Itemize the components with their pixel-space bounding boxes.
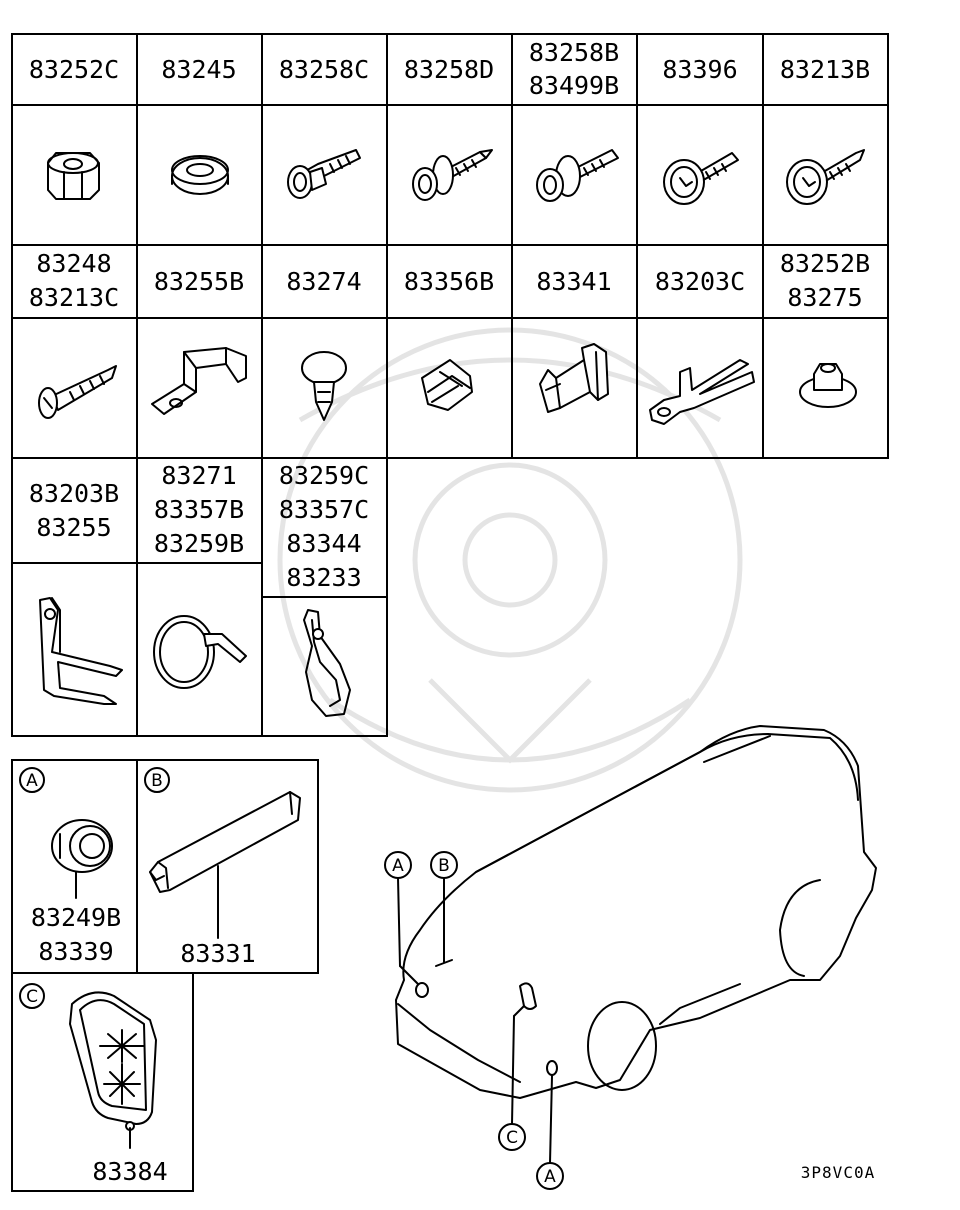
flanged-plug-screw-icon bbox=[536, 149, 619, 202]
part-number: 83356B bbox=[404, 267, 494, 296]
diagram-code: 3P8VC0A bbox=[801, 1163, 875, 1182]
part-number-line: 83357B bbox=[154, 495, 244, 524]
watermark-logo bbox=[277, 327, 743, 793]
part-number-line: 83275 bbox=[787, 283, 862, 312]
part-number: 83255B bbox=[154, 267, 244, 296]
part-number-line: 83259C bbox=[279, 461, 369, 490]
part-number-line: 83259B bbox=[154, 529, 244, 558]
part-number-line: 83203B bbox=[29, 479, 119, 508]
part-number-line: 83252B bbox=[780, 249, 870, 278]
part-number: 83258D bbox=[404, 55, 494, 84]
cable-tie-band-icon bbox=[153, 615, 247, 689]
part-number-line: 83248 bbox=[36, 249, 111, 278]
part-number: 83331 bbox=[180, 939, 255, 968]
plug-screw-icon bbox=[287, 149, 361, 199]
part-number-stack: 83252B 83275 bbox=[780, 249, 870, 312]
tapping-screw-icon bbox=[38, 365, 117, 419]
plate-location-icon bbox=[519, 982, 537, 1010]
part-number-line: 83339 bbox=[38, 937, 113, 966]
ground-bracket-icon bbox=[649, 359, 755, 425]
part-number: 83274 bbox=[286, 267, 361, 296]
svg-text:B: B bbox=[151, 771, 163, 791]
flange-nut-icon bbox=[799, 363, 857, 408]
harness-clip-icon bbox=[539, 343, 609, 413]
flange-screw-icon bbox=[663, 152, 739, 205]
svg-text:A: A bbox=[544, 1167, 556, 1187]
svg-text:C: C bbox=[506, 1128, 518, 1148]
grommet-icon bbox=[51, 819, 113, 873]
part-number-line: 83271 bbox=[161, 461, 236, 490]
part-number-stack: 83249B 83339 bbox=[31, 903, 121, 966]
part-number: 83384 bbox=[92, 1157, 167, 1186]
band-clamp-icon bbox=[303, 609, 351, 717]
detail-marker-b bbox=[144, 767, 170, 793]
detail-panel-a: A 83249B 83339 bbox=[19, 767, 121, 966]
svg-text:A: A bbox=[26, 771, 38, 791]
row2-headers: 83248 83213C 83255B 83274 83356B 83341 83… bbox=[29, 249, 870, 312]
part-number-line: 83499B bbox=[529, 71, 619, 100]
multi-grommet-plate-icon bbox=[69, 991, 157, 1131]
part-number-line: 83233 bbox=[286, 563, 361, 592]
edge-trim-strip-icon bbox=[149, 791, 301, 893]
wiring-clip-icon bbox=[421, 359, 473, 411]
flanged-plug-screw-icon bbox=[412, 149, 493, 201]
part-number-line: 83255 bbox=[36, 513, 111, 542]
part-number-stack: 83203B 83255 bbox=[29, 479, 119, 542]
part-number: 83341 bbox=[536, 267, 611, 296]
flange-tapping-screw-icon bbox=[786, 149, 865, 205]
detail-marker-c bbox=[19, 983, 45, 1009]
push-clip-icon bbox=[301, 351, 347, 421]
hex-nut-icon bbox=[47, 152, 100, 200]
svg-text:A: A bbox=[392, 856, 404, 876]
detail-panels-grid bbox=[11, 759, 319, 1192]
detail-panel-b: B 83331 bbox=[144, 767, 301, 968]
vehicle-part-markers bbox=[415, 959, 558, 1076]
part-number-line: 83357C bbox=[279, 495, 369, 524]
bracket-clamp-icon bbox=[151, 347, 247, 415]
part-number-stack: 83271 83357B 83259B bbox=[154, 461, 244, 558]
part-number-line: 83344 bbox=[286, 529, 361, 558]
part-number: 83245 bbox=[161, 55, 236, 84]
vehicle-callouts: A B C A bbox=[384, 851, 564, 1190]
part-number: 83396 bbox=[662, 55, 737, 84]
svg-text:B: B bbox=[438, 856, 450, 876]
grommet-location-icon bbox=[546, 1060, 558, 1076]
part-number-line: 83258B bbox=[529, 38, 619, 67]
grommet-location-icon bbox=[415, 982, 429, 998]
svg-text:C: C bbox=[26, 987, 38, 1007]
part-number-stack: 83258B 83499B bbox=[529, 38, 619, 100]
part-number: 83258C bbox=[279, 55, 369, 84]
part-number-line: 83249B bbox=[31, 903, 121, 932]
detail-marker-a bbox=[19, 767, 45, 793]
vehicle-outline-icon bbox=[395, 725, 877, 1099]
part-number-stack: 83248 83213C bbox=[29, 249, 119, 312]
harness-bracket-icon bbox=[39, 597, 123, 705]
part-number-line: 83213C bbox=[29, 283, 119, 312]
ring-grommet-icon bbox=[171, 155, 229, 195]
part-number: 83203C bbox=[655, 267, 745, 296]
detail-panel-c: C 83384 bbox=[19, 983, 168, 1186]
part-number-stack: 83259C 83357C 83344 83233 bbox=[279, 461, 369, 592]
row3-headers: 83203B 83255 83271 83357B 83259B 83259C 8335… bbox=[29, 461, 369, 592]
part-number: 83252C bbox=[29, 55, 119, 84]
parts-table-grid bbox=[11, 33, 889, 737]
part-number: 83213B bbox=[780, 55, 870, 84]
